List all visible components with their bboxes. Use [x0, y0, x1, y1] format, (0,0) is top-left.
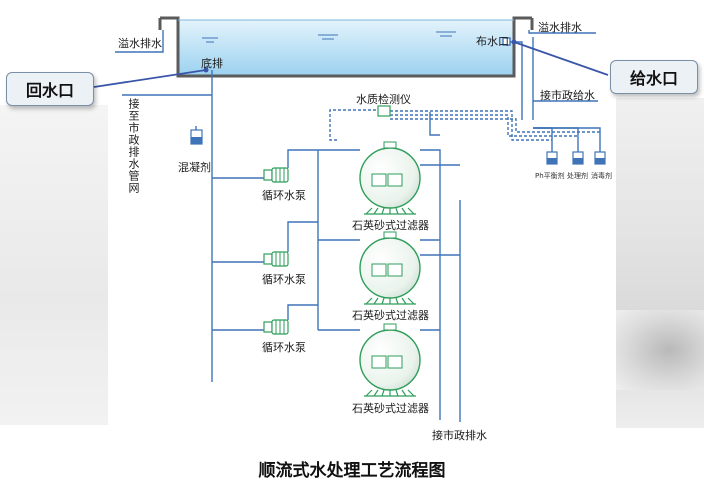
pump-2-label: 循环水泵	[262, 273, 306, 286]
ph-adjuster-label: Ph平衡剂	[535, 172, 565, 180]
return-pipes	[122, 70, 264, 382]
pump-1-label: 循环水泵	[262, 189, 306, 202]
pump-1-icon	[263, 167, 289, 183]
overflow-left-label: 溢水排水	[118, 37, 162, 50]
coagulant-label: 混凝剂	[178, 161, 211, 174]
overflow-right-label: 溢水排水	[538, 21, 582, 34]
water-quality-monitor-label: 水质检测仪	[356, 93, 411, 106]
sand-filter-1-icon	[359, 141, 421, 215]
water-quality-monitor-icon	[377, 105, 391, 117]
background-right-shade	[616, 310, 704, 390]
monitor-signal-lines	[329, 109, 600, 141]
supply-outlet-callout: 给水口	[610, 60, 698, 94]
municipal-drain-label: 接市政排水	[432, 429, 487, 442]
coagulant-tank-icon	[190, 129, 203, 145]
supply-pipes	[502, 37, 601, 160]
return-inlet-label: 回水口	[25, 81, 74, 100]
diagram-title: 顺流式水处理工艺流程图	[258, 461, 446, 481]
distribution-outlet-label: 布水口	[476, 35, 509, 48]
overflow-pipes	[115, 30, 596, 53]
callout-pointers	[93, 39, 609, 88]
pump-2-icon	[263, 251, 289, 267]
filter-1-label: 石英砂式过滤器	[352, 219, 429, 232]
background-left-panel	[0, 105, 108, 425]
chemical-dosing-tanks	[546, 151, 606, 165]
sand-filter-2-icon	[359, 231, 421, 305]
filter-3-label: 石英砂式过滤器	[352, 402, 429, 415]
pool-water	[178, 20, 514, 76]
supply-outlet-label: 给水口	[629, 69, 678, 88]
municipal-supply-label: 接市政给水	[540, 89, 595, 102]
filter-feed-pipes	[287, 112, 461, 422]
pump-3-label: 循环水泵	[262, 341, 306, 354]
main-drain-label: 底排	[201, 57, 223, 70]
water-ripple-icon	[202, 31, 456, 43]
swimming-pool	[158, 16, 534, 78]
treatment-agent-label: 处理剂	[567, 172, 588, 180]
disinfectant-label: 消毒剂	[591, 172, 612, 180]
filter-2-label: 石英砂式过滤器	[352, 309, 429, 322]
return-inlet-callout: 回水口	[6, 72, 94, 106]
sand-filter-3-icon	[359, 323, 421, 397]
pool-wall	[160, 16, 532, 78]
municipal-drain-pipe-label: 接至市政排水管网	[127, 98, 140, 194]
pump-3-icon	[263, 319, 289, 335]
